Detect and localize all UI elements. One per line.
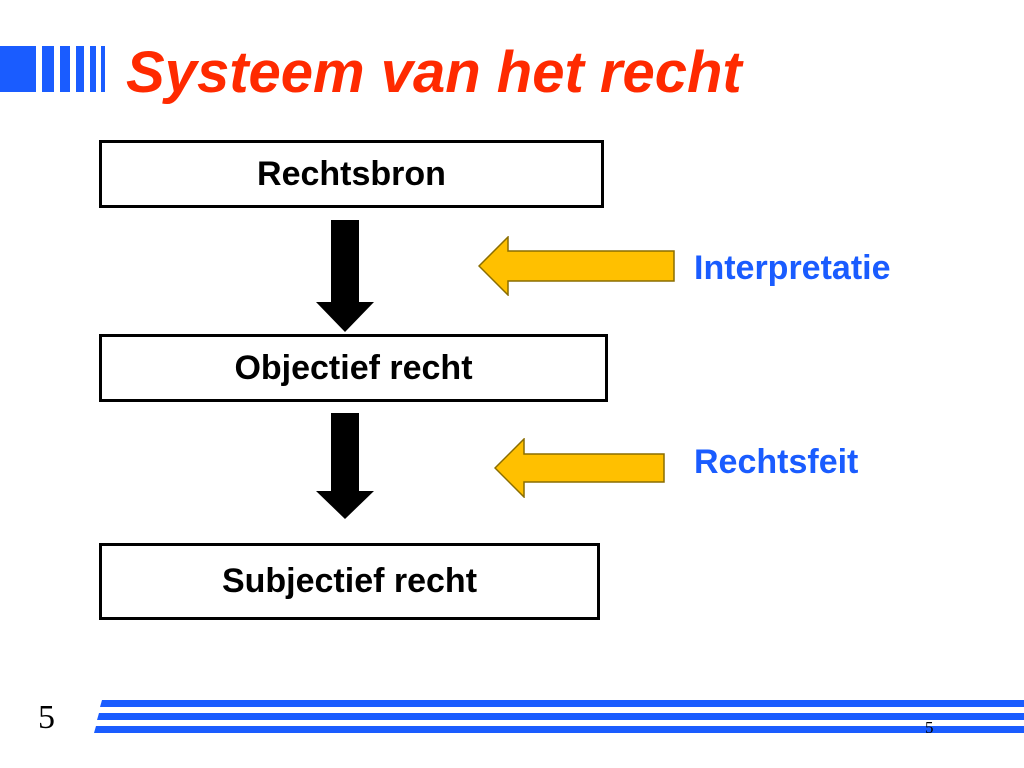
down-arrow-icon	[316, 220, 374, 332]
down-arrow-icon	[316, 413, 374, 519]
box-rechtsbron: Rechtsbron	[99, 140, 604, 208]
slide-title: Systeem van het recht	[126, 40, 742, 105]
box-objectief-recht-label: Objectief recht	[234, 348, 473, 387]
footer-page-number: 5	[925, 718, 934, 737]
logo-bars-icon	[0, 46, 105, 92]
label-interpretatie: Interpretatie	[694, 249, 891, 287]
left-arrow-icon	[478, 236, 675, 296]
left-arrow-icon	[494, 438, 665, 498]
box-objectief-recht: Objectief recht	[99, 334, 608, 402]
label-rechtsfeit: Rechtsfeit	[694, 443, 859, 481]
slide-number: 5	[38, 699, 55, 736]
box-subjectief-recht: Subjectief recht	[99, 543, 600, 620]
box-subjectief-recht-label: Subjectief recht	[221, 562, 478, 600]
footer-lines-decoration	[94, 700, 1024, 733]
box-rechtsbron-label: Rechtsbron	[257, 154, 446, 193]
